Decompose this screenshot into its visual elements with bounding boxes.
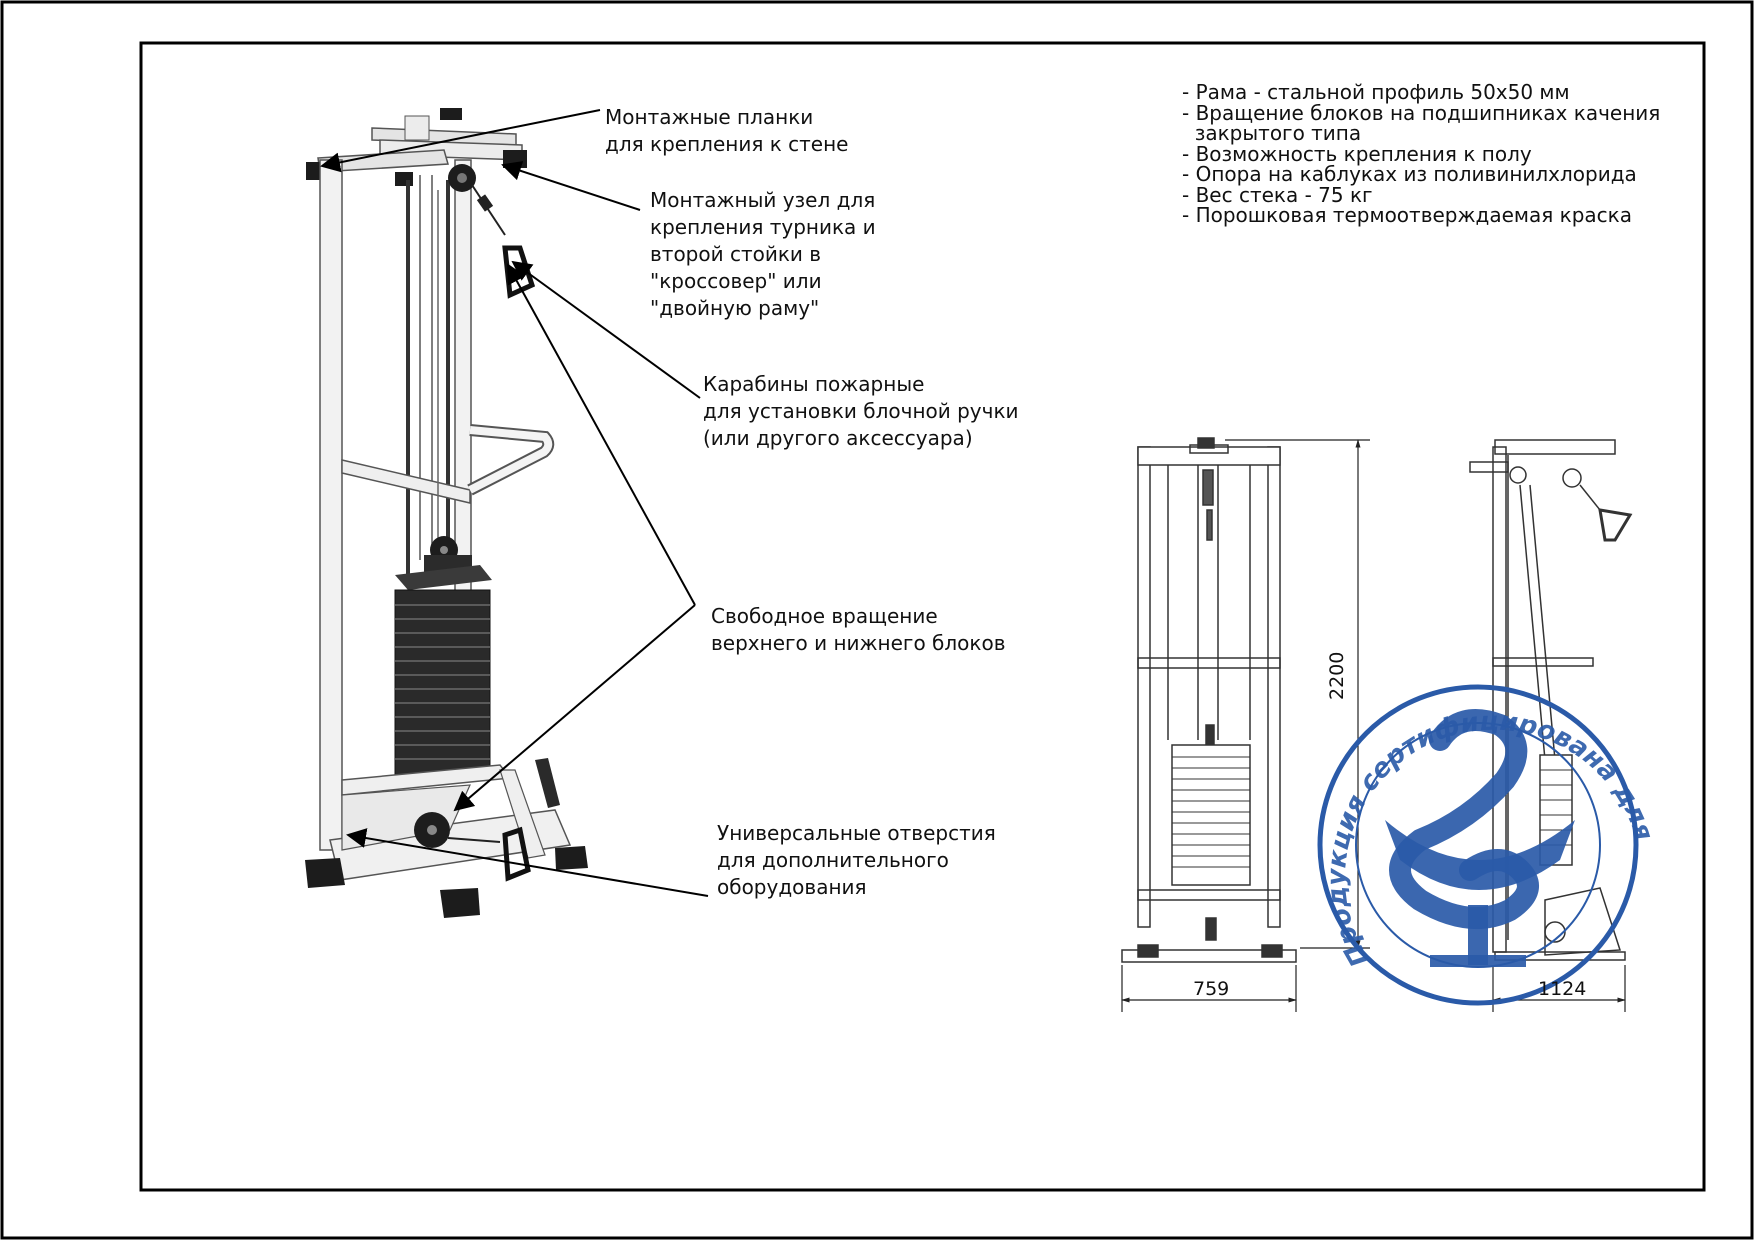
spec-item: закрытого типа bbox=[1182, 121, 1362, 145]
callout-wall-mounting-strips: Монтажные планки для крепления к стене bbox=[605, 105, 849, 156]
machine-illustration bbox=[305, 108, 588, 918]
caduceus-snake-icon bbox=[1389, 709, 1539, 929]
callout-free-rotation: Свободное вращение верхнего и нижнего бл… bbox=[711, 604, 1006, 655]
spec-item: - Вращение блоков на подшипниках качения bbox=[1182, 100, 1661, 125]
callout-universal-holes: Универсальные отверстия для дополнительн… bbox=[717, 821, 996, 899]
spec-item: - Рама - стальной профиль 50х50 мм bbox=[1182, 80, 1570, 104]
callout-leaders bbox=[320, 109, 709, 897]
spec-item: - Порошковая термоотверждаемая краска bbox=[1182, 203, 1632, 227]
dimension-depth-label: 1124 bbox=[1538, 978, 1587, 1000]
spec-item: - Вес стека - 75 кг bbox=[1182, 182, 1373, 207]
spec-list: - Рама - стальной профиль 50х50 мм - Вра… bbox=[1182, 82, 1660, 226]
weight-stack-illustration bbox=[394, 555, 492, 787]
callout-carabiners: Карабины пожарные для установки блочной … bbox=[703, 372, 1019, 450]
dimension-height-label: 2200 bbox=[1326, 651, 1348, 700]
callout-mounting-node: Монтажный узел для крепления турника и в… bbox=[650, 188, 876, 320]
front-view-drawing bbox=[1121, 437, 1297, 963]
spec-item: - Опора на каблуках из поливинилхлорида bbox=[1182, 162, 1637, 186]
drawing-border bbox=[139, 41, 1706, 1192]
dimension-width-label: 759 bbox=[1193, 978, 1230, 1000]
spec-item: - Возможность крепления к полу bbox=[1182, 141, 1532, 166]
